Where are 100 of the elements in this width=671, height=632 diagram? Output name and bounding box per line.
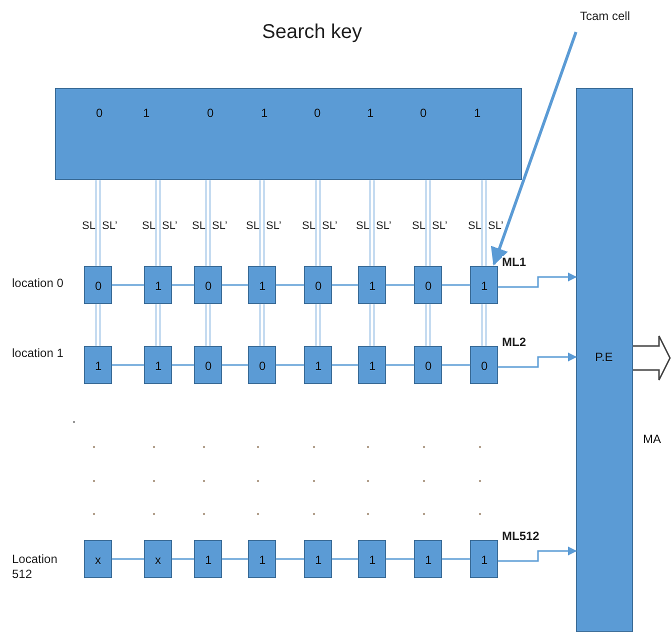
search-line-pair [369, 303, 375, 347]
cell-bit: 0 [425, 360, 432, 372]
cell-bit: 0 [425, 280, 432, 292]
search-line-pair [155, 179, 161, 267]
match-line [442, 364, 470, 366]
cell-bit: 1 [315, 360, 322, 372]
match-line [442, 284, 470, 286]
search-line-pair [95, 303, 101, 347]
cell-bit: 0 [205, 280, 212, 292]
cell-bit: 1 [95, 360, 102, 372]
tcam-cell-box [304, 346, 332, 384]
tcam-cell-box [248, 346, 276, 384]
match-line [172, 364, 194, 366]
search-line-pair [155, 303, 161, 347]
match-line [276, 284, 304, 286]
tcam-cell-box [470, 346, 498, 384]
key-bit: 0 [420, 107, 427, 119]
tcam-cell-box [248, 266, 276, 304]
match-line [172, 558, 194, 560]
match-line [172, 284, 194, 286]
cell-bit: 0 [205, 360, 212, 372]
search-line-pair [205, 179, 211, 267]
tcam-cell-box [414, 540, 442, 578]
block-arrow [632, 335, 671, 381]
search-line-pair [481, 303, 487, 347]
match-line-arrow [498, 272, 577, 288]
search-line-pair [95, 179, 101, 267]
match-line [332, 364, 358, 366]
match-line [222, 364, 248, 366]
cell-bit: 0 [315, 280, 322, 292]
cell-bit: 0 [95, 280, 102, 292]
tcam-cell-box [358, 346, 386, 384]
search-line-pair [205, 303, 211, 347]
search-key-register [55, 88, 522, 180]
match-line [332, 284, 358, 286]
tcam-cell-box [304, 540, 332, 578]
match-line [112, 558, 144, 560]
block-label: P.E [595, 351, 613, 363]
search-line-pair [315, 303, 321, 347]
cell-bit: 1 [155, 280, 162, 292]
search-line-pair [425, 179, 431, 267]
match-line [386, 284, 414, 286]
cell-bit: x [155, 554, 161, 566]
match-line [442, 558, 470, 560]
match-line-arrow [498, 352, 577, 368]
tcam-cell-box [84, 346, 112, 384]
edge-label: ML512 [502, 530, 540, 542]
match-line [222, 558, 248, 560]
tcam-cell-box [144, 540, 172, 578]
tcam-cell-box [194, 266, 222, 304]
cell-bit: 1 [369, 280, 376, 292]
cell-bit: 1 [369, 554, 376, 566]
search-line-pair [315, 179, 321, 267]
tcam-cell-box [194, 540, 222, 578]
match-line [332, 558, 358, 560]
tcam-cell-box [470, 540, 498, 578]
leader-arrow [490, 32, 578, 266]
search-line-pair [481, 179, 487, 267]
tcam-cell-box [470, 266, 498, 304]
match-line [112, 284, 144, 286]
cell-bit: 1 [155, 360, 162, 372]
key-bit: 1 [261, 107, 268, 119]
cell-bit: 1 [259, 554, 266, 566]
key-bit: 1 [474, 107, 481, 119]
key-bit: 0 [96, 107, 103, 119]
key-bit: 0 [314, 107, 321, 119]
tcam-cell-box [414, 346, 442, 384]
cell-bit: 1 [425, 554, 432, 566]
tcam-cell-box [414, 266, 442, 304]
edge-label: ML1 [502, 256, 526, 268]
search-line-pair [259, 179, 265, 267]
tcam-cell-box [194, 346, 222, 384]
tcam-cell-box [358, 266, 386, 304]
tcam-cell-box [358, 540, 386, 578]
search-line-pair [425, 303, 431, 347]
match-line-arrow [498, 546, 577, 562]
cell-bit: 1 [481, 280, 488, 292]
tcam-cell-box [144, 266, 172, 304]
key-bit: 0 [207, 107, 214, 119]
tcam-cell-box [248, 540, 276, 578]
cell-bit: 1 [481, 554, 488, 566]
title: Search key [262, 22, 362, 42]
cell-bit: 1 [205, 554, 212, 566]
search-line-pair [259, 303, 265, 347]
key-bit: 1 [143, 107, 150, 119]
tcam-cell-box [304, 266, 332, 304]
tcam-cell-box [84, 540, 112, 578]
edge-label: ML2 [502, 336, 526, 348]
tcam-cell-box [144, 346, 172, 384]
match-line [112, 364, 144, 366]
cell-bit: 0 [259, 360, 266, 372]
cell-bit: 1 [259, 280, 266, 292]
match-line [276, 558, 304, 560]
cell-bit: 0 [481, 360, 488, 372]
match-line [276, 364, 304, 366]
cell-bit: 1 [315, 554, 322, 566]
cell-bit: x [95, 554, 101, 566]
callout-text: Tcam cell [580, 10, 634, 22]
key-bit: 1 [367, 107, 374, 119]
output-label: MA [643, 433, 661, 445]
